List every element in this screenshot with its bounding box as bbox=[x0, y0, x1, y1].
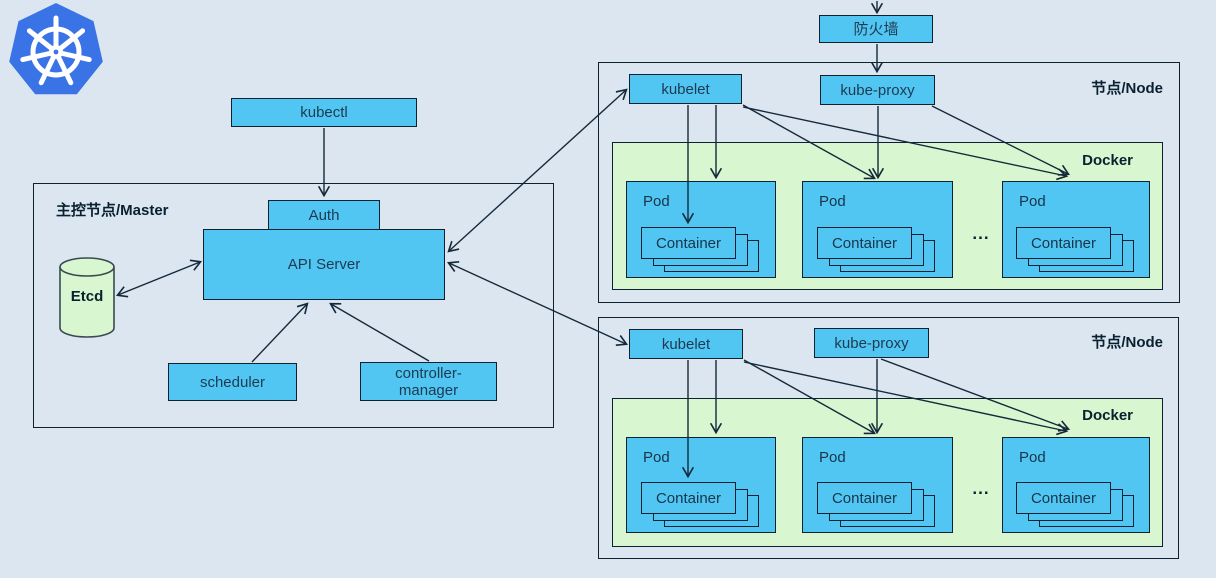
node2-kubelet-label: kubelet bbox=[661, 335, 711, 353]
node1-kubelet-label: kubelet bbox=[661, 80, 710, 98]
node1-pod2-container-label: Container bbox=[831, 234, 898, 252]
node1-kube-proxy-box: kube-proxy bbox=[820, 75, 935, 105]
etcd-cylinder bbox=[59, 257, 115, 338]
node2-pod2-label: Pod bbox=[819, 449, 846, 466]
node2-pod1-label: Pod bbox=[643, 449, 670, 466]
node2-pod3-container-label: Container bbox=[1030, 489, 1097, 507]
node1-pod1-label: Pod bbox=[643, 193, 670, 210]
node2-pod3-label: Pod bbox=[1019, 449, 1046, 466]
node1-pod3-label: Pod bbox=[1019, 193, 1046, 210]
etcd-label: Etcd bbox=[70, 288, 104, 305]
node1-pod1-container-label: Container bbox=[655, 234, 722, 252]
controller-manager-label-line1: controller- bbox=[395, 364, 462, 382]
controller-manager-box: controller- manager bbox=[360, 362, 497, 401]
node2-pod1-container-box: Container bbox=[641, 482, 736, 514]
node1-pod1: Pod Container bbox=[626, 181, 776, 278]
node1-kubelet-box: kubelet bbox=[629, 74, 742, 104]
node1-pods-ellipsis: ... bbox=[972, 224, 990, 243]
node2-pod2: Pod Container bbox=[802, 437, 953, 533]
firewall-box: 防火墙 bbox=[819, 15, 933, 43]
node2-pod1-container-label: Container bbox=[655, 489, 722, 507]
node2-group-box bbox=[598, 317, 1179, 559]
node1-pod3: Pod Container bbox=[1002, 181, 1150, 278]
api-server-box: API Server bbox=[203, 229, 445, 300]
controller-manager-label-line2: manager bbox=[398, 381, 459, 399]
node1-pod2: Pod Container bbox=[802, 181, 953, 278]
kubectl-box: kubectl bbox=[231, 98, 417, 127]
node2-pod2-container-label: Container bbox=[831, 489, 898, 507]
node2-pod2-container-box: Container bbox=[817, 482, 912, 514]
node2-group-label: 节点/Node bbox=[1091, 334, 1163, 351]
node2-docker-label: Docker bbox=[1082, 407, 1133, 424]
auth-box: Auth bbox=[268, 200, 380, 230]
node1-group-label: 节点/Node bbox=[1091, 80, 1163, 97]
kubernetes-logo-icon bbox=[9, 3, 103, 95]
auth-label: Auth bbox=[308, 206, 340, 224]
scheduler-label: scheduler bbox=[199, 373, 266, 391]
node1-pod3-container-box: Container bbox=[1016, 227, 1111, 259]
node2-pod3-container-box: Container bbox=[1016, 482, 1111, 514]
node2-kubelet-box: kubelet bbox=[629, 329, 743, 359]
firewall-label: 防火墙 bbox=[853, 20, 899, 38]
api-server-label: API Server bbox=[287, 256, 361, 273]
kubectl-label: kubectl bbox=[300, 104, 348, 121]
node1-pod3-container-label: Container bbox=[1030, 234, 1097, 252]
node2-pod3: Pod Container bbox=[1002, 437, 1150, 533]
node2-kube-proxy-label: kube-proxy bbox=[834, 334, 909, 352]
master-group-label: 主控节点/Master bbox=[56, 202, 169, 219]
node2-kube-proxy-box: kube-proxy bbox=[814, 328, 929, 358]
scheduler-box: scheduler bbox=[168, 363, 297, 401]
node1-pod1-container-box: Container bbox=[641, 227, 736, 259]
node1-kube-proxy-label: kube-proxy bbox=[840, 81, 915, 99]
node2-pods-ellipsis: ... bbox=[972, 479, 990, 498]
node1-docker-label: Docker bbox=[1082, 152, 1133, 169]
node1-pod2-container-box: Container bbox=[817, 227, 912, 259]
node1-pod2-label: Pod bbox=[819, 193, 846, 210]
node2-pod1: Pod Container bbox=[626, 437, 776, 533]
